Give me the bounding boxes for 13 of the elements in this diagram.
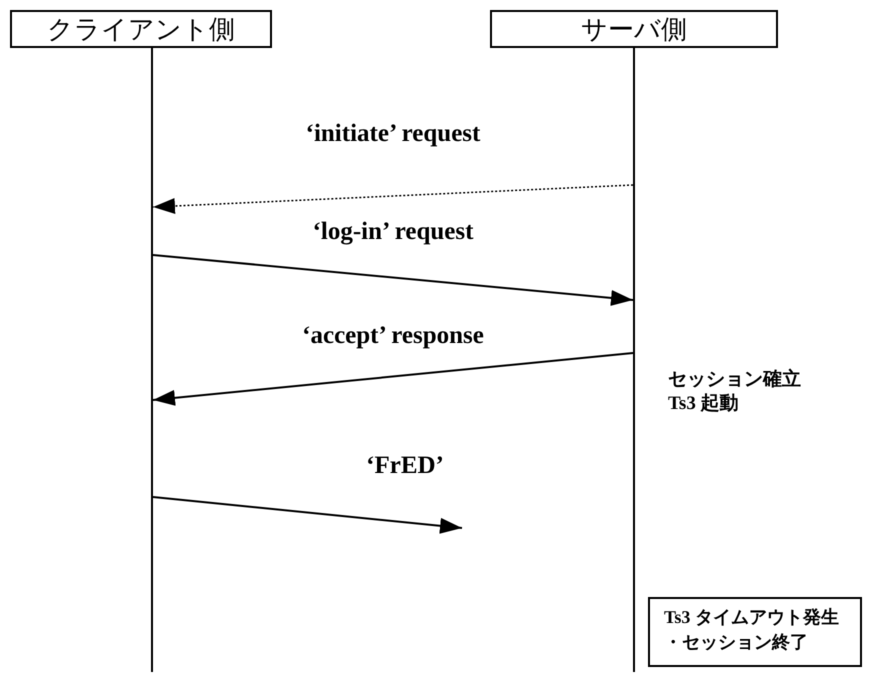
participant-box: サーバ側 xyxy=(490,10,778,48)
note-text: ・セッション終了 xyxy=(664,631,809,654)
note-text: Ts3 起動 xyxy=(668,392,739,416)
message-arrow xyxy=(152,496,462,534)
message-arrow xyxy=(152,352,634,406)
message-arrow xyxy=(152,184,634,214)
lifeline xyxy=(633,48,635,672)
note-box xyxy=(648,597,862,667)
note-text: Ts3 タイムアウト発生 xyxy=(664,606,840,629)
participant-box: クライアント側 xyxy=(10,10,272,48)
message-arrow xyxy=(152,254,634,306)
note-text: セッション確立 xyxy=(668,368,801,392)
lifeline xyxy=(151,48,153,672)
